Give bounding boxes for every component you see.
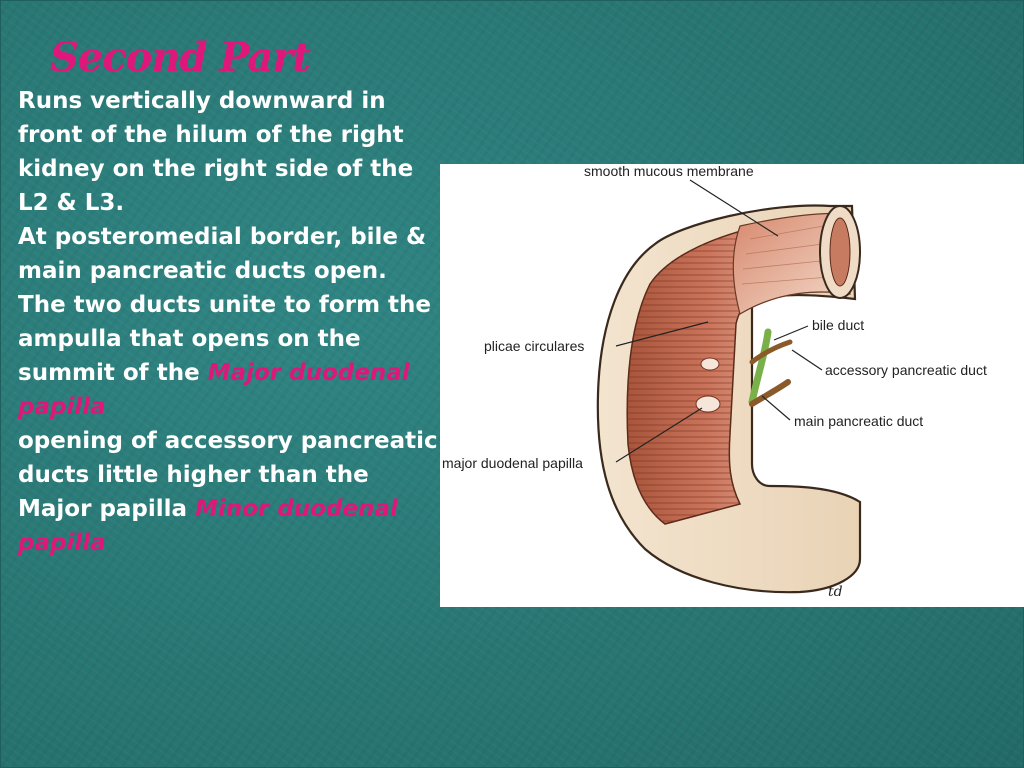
- bile-duct-shape: [748, 328, 772, 406]
- main-duct-shape: [749, 379, 791, 407]
- paragraph-course: Runs vertically downward in front of the…: [18, 88, 414, 216]
- duodenum-illustration: smooth mucous membrane plicae circulares…: [442, 164, 987, 600]
- major-papilla-highlight: Major duodenal papilla: [18, 360, 410, 420]
- paragraph-accessory-text: opening of accessory pancreatic ducts li…: [18, 428, 438, 522]
- slide-title: Second Part: [50, 34, 311, 81]
- opening-lumen: [829, 217, 851, 287]
- label-smooth-mucous-membrane: smooth mucous membrane: [584, 164, 754, 179]
- label-major-duodenal-papilla: major duodenal papilla: [442, 455, 583, 471]
- slide-body: Runs vertically downward in front of the…: [18, 84, 443, 560]
- paragraph-ducts: At posteromedial border, bile & main pan…: [18, 224, 427, 284]
- minor-papilla-mark: [700, 357, 720, 371]
- label-plicae-circulares: plicae circulares: [484, 338, 584, 354]
- paragraph-accessory: opening of accessory pancreatic ducts li…: [18, 424, 443, 560]
- accessory-duct-shape: [749, 339, 793, 365]
- minor-papilla-highlight: Minor duodenal papilla: [18, 496, 398, 556]
- label-bile-duct: bile duct: [812, 317, 864, 333]
- paragraph-ampulla: The two ducts unite to form the ampulla …: [18, 288, 443, 424]
- paragraph-ampulla-text: The two ducts unite to form the ampulla …: [18, 292, 432, 386]
- artist-signature: td: [828, 584, 843, 600]
- label-main-pancreatic-duct: main pancreatic duct: [794, 413, 923, 429]
- duodenum-figure: smooth mucous membrane plicae circulares…: [440, 164, 1024, 607]
- mucosa-texture: [741, 223, 843, 285]
- label-accessory-pancreatic-duct: accessory pancreatic duct: [825, 362, 987, 378]
- leader-lines: [615, 179, 823, 463]
